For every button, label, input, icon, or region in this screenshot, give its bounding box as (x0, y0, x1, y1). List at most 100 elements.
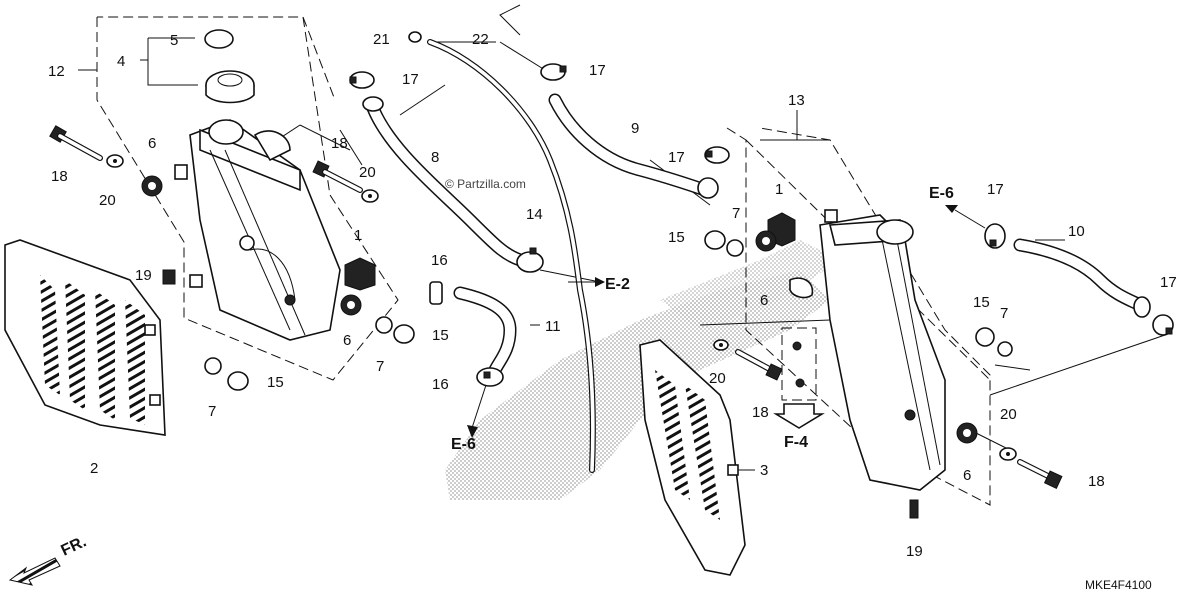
callout-6-a[interactable]: 6 (148, 135, 156, 152)
callout-2[interactable]: 2 (90, 460, 98, 477)
bolt-left-upper[interactable] (49, 125, 103, 161)
callout-18-c[interactable]: 18 (752, 404, 769, 421)
right-radiator-shroud[interactable] (639, 339, 746, 576)
bolt-left-mid[interactable] (312, 160, 363, 193)
collar-right-a[interactable] (726, 239, 744, 257)
clamp-17-a[interactable] (349, 71, 375, 89)
clip-21[interactable] (408, 31, 422, 43)
callout-17-c[interactable]: 17 (668, 149, 685, 166)
callout-16-b[interactable]: 16 (432, 376, 449, 393)
callout-17-a[interactable]: 17 (402, 71, 419, 88)
callout-4[interactable]: 4 (117, 53, 125, 70)
diagram-code: MKE4F4100 (1085, 578, 1152, 592)
cushion-left-b[interactable] (227, 371, 249, 391)
callout-19-b[interactable]: 19 (906, 543, 923, 560)
cap-seal[interactable] (204, 29, 234, 49)
siphon-tube-22[interactable] (427, 39, 596, 473)
cushion-left-a[interactable] (393, 324, 415, 344)
left-radiator-shroud[interactable] (4, 239, 166, 436)
arrow-e6-top (945, 205, 986, 229)
callout-6-b[interactable]: 6 (343, 332, 351, 349)
clamp-14[interactable] (516, 247, 544, 273)
callout-13[interactable]: 13 (788, 92, 805, 109)
callout-20-a[interactable]: 20 (99, 192, 116, 209)
grommet-right-a[interactable] (755, 230, 777, 252)
ref-e6-bottom[interactable]: E-6 (451, 436, 476, 453)
ref-f4[interactable]: F-4 (784, 434, 808, 451)
collar-left-a[interactable] (375, 316, 393, 334)
arrow-e2 (568, 277, 605, 287)
watermark: © Partzilla.com (445, 177, 526, 191)
callout-7-c[interactable]: 7 (732, 205, 740, 222)
clip-19-right[interactable] (909, 499, 919, 519)
cushion-right-a[interactable] (704, 230, 726, 250)
clamp-17-e[interactable] (1152, 314, 1174, 336)
callout-20-b[interactable]: 20 (359, 164, 376, 181)
callout-20-d[interactable]: 20 (1000, 406, 1017, 423)
washer-right-a[interactable] (713, 339, 729, 351)
callout-11[interactable]: 11 (545, 318, 561, 335)
front-arrow-icon (8, 557, 61, 586)
callout-18-d[interactable]: 18 (1088, 473, 1105, 490)
callout-1-right[interactable]: 1 (775, 181, 783, 198)
arrow-e6-bottom (467, 384, 487, 438)
cushion-right-b[interactable] (975, 327, 995, 347)
background-stipple (445, 240, 840, 500)
bolt-right-b[interactable] (1017, 459, 1063, 489)
callout-3[interactable]: 3 (760, 462, 768, 479)
callout-20-c[interactable]: 20 (709, 370, 726, 387)
callout-7-a[interactable]: 7 (376, 358, 384, 375)
grommet-right-b[interactable] (956, 422, 978, 444)
callout-7-b[interactable]: 7 (208, 403, 216, 420)
callout-15-b[interactable]: 15 (267, 374, 284, 391)
leader-lines (78, 4, 1166, 471)
callout-1-left[interactable]: 1 (354, 227, 362, 244)
callout-6-c[interactable]: 6 (760, 292, 768, 309)
clamp-17-d[interactable] (984, 223, 1006, 249)
washer-right-b[interactable] (999, 447, 1017, 461)
clamp-17-c[interactable] (704, 146, 730, 164)
callout-12[interactable]: 12 (48, 63, 65, 80)
washer-left-mid[interactable] (361, 189, 379, 203)
hose-8[interactable] (362, 96, 527, 267)
callout-18-b[interactable]: 18 (331, 135, 348, 152)
callout-8[interactable]: 8 (431, 149, 439, 166)
joint-16[interactable] (429, 281, 443, 305)
right-radiator[interactable] (789, 209, 946, 491)
radiator-cap[interactable] (205, 70, 255, 104)
bolt-right-a[interactable] (735, 349, 783, 381)
hose-10[interactable] (1013, 238, 1151, 318)
ref-e6-top[interactable]: E-6 (929, 185, 954, 202)
collar-right-b[interactable] (997, 341, 1013, 357)
clamp-17-b[interactable] (540, 63, 567, 81)
callout-9[interactable]: 9 (631, 120, 639, 137)
callout-7-d[interactable]: 7 (1000, 305, 1008, 322)
callout-6-d[interactable]: 6 (963, 467, 971, 484)
clamp-16[interactable] (476, 367, 504, 387)
washer-left[interactable] (106, 154, 124, 168)
grommet-left-lower[interactable] (340, 294, 362, 316)
left-radiator[interactable] (174, 119, 341, 341)
grommet-left-upper[interactable] (141, 175, 163, 197)
callout-18-a[interactable]: 18 (51, 168, 68, 185)
callout-17-e[interactable]: 17 (1160, 274, 1177, 291)
hose-9[interactable] (548, 93, 719, 199)
callout-21[interactable]: 21 (373, 31, 390, 48)
callout-10[interactable]: 10 (1068, 223, 1085, 240)
hose-11[interactable] (453, 286, 517, 377)
callout-22[interactable]: 22 (472, 31, 489, 48)
callout-19-a[interactable]: 19 (135, 267, 152, 284)
callout-15-a[interactable]: 15 (432, 327, 449, 344)
callout-17-d[interactable]: 17 (987, 181, 1004, 198)
rubber-block-left[interactable] (344, 257, 376, 291)
callout-14[interactable]: 14 (526, 206, 543, 223)
collar-left-b[interactable] (204, 357, 222, 375)
ref-e2[interactable]: E-2 (605, 276, 630, 293)
callout-16-a[interactable]: 16 (431, 252, 448, 269)
callout-17-b[interactable]: 17 (589, 62, 606, 79)
clip-19-left[interactable] (162, 269, 176, 285)
callout-5[interactable]: 5 (170, 32, 178, 49)
assembly-outline-left (96, 16, 399, 381)
callout-15-c[interactable]: 15 (668, 229, 685, 246)
callout-15-d[interactable]: 15 (973, 294, 990, 311)
